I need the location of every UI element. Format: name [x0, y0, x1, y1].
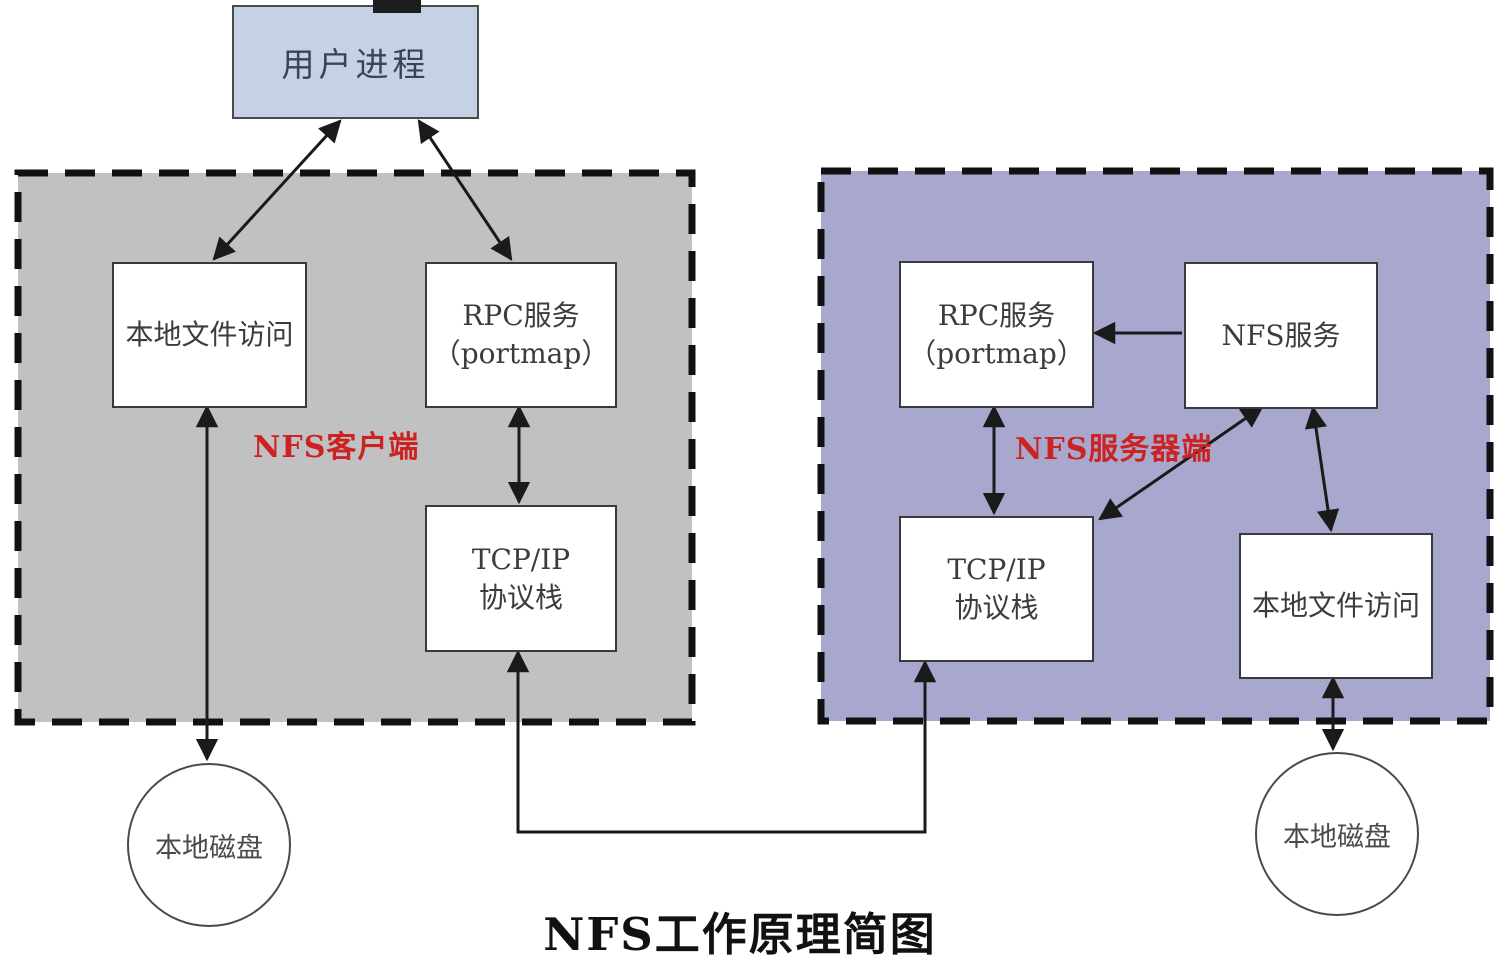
- rpc-service-server-line1: RPC服务: [937, 298, 1056, 332]
- arrow-user-rpc: [417, 119, 513, 261]
- local-file-access-client-box: 本地文件访问: [112, 262, 307, 408]
- artifact-mark: [373, 0, 421, 13]
- server-panel-label: NFS服务器端: [1015, 432, 1213, 467]
- local-disk-client: 本地磁盘: [127, 763, 291, 927]
- rpc-service-client-line1: RPC服务: [462, 299, 580, 333]
- nfs-service-label: NFS服务: [1221, 318, 1341, 352]
- arrow-tcp-tcp-connector: [506, 649, 937, 834]
- local-file-access-server-box: 本地文件访问: [1239, 533, 1433, 679]
- local-disk-server: 本地磁盘: [1255, 752, 1419, 916]
- rpc-service-client-box: RPC服务 （portmap）: [425, 262, 617, 408]
- tcpip-client-box: TCP/IP 协议栈: [425, 505, 617, 652]
- local-disk-server-label: 本地磁盘: [1283, 821, 1391, 853]
- arrow-nfs-tcp-server: [1098, 405, 1264, 521]
- arrow-user-localfile: [212, 119, 342, 261]
- tcpip-server-line1: TCP/IP: [947, 553, 1046, 587]
- tcpip-server-line2: 协议栈: [954, 591, 1039, 624]
- local-disk-client-label: 本地磁盘: [155, 832, 263, 864]
- rpc-service-server-box: RPC服务 （portmap）: [899, 261, 1094, 408]
- client-panel-label: NFS客户端: [253, 430, 420, 465]
- tcpip-client-line2: 协议栈: [478, 580, 563, 614]
- tcpip-server-box: TCP/IP 协议栈: [899, 516, 1094, 662]
- user-process-label: 用户进程: [281, 45, 430, 84]
- rpc-service-server-line2: （portmap）: [908, 336, 1085, 370]
- rpc-service-client-line2: （portmap）: [432, 337, 610, 370]
- local-file-access-client-label: 本地文件访问: [125, 318, 294, 352]
- user-process-box: 用户进程: [232, 5, 479, 119]
- diagram-title: NFS工作原理简图: [543, 908, 937, 956]
- nfs-service-box: NFS服务: [1184, 262, 1378, 409]
- tcpip-client-line1: TCP/IP: [471, 542, 571, 576]
- local-file-access-server-label: 本地文件访问: [1251, 589, 1420, 623]
- arrow-nfs-localfile-server: [1304, 405, 1340, 533]
